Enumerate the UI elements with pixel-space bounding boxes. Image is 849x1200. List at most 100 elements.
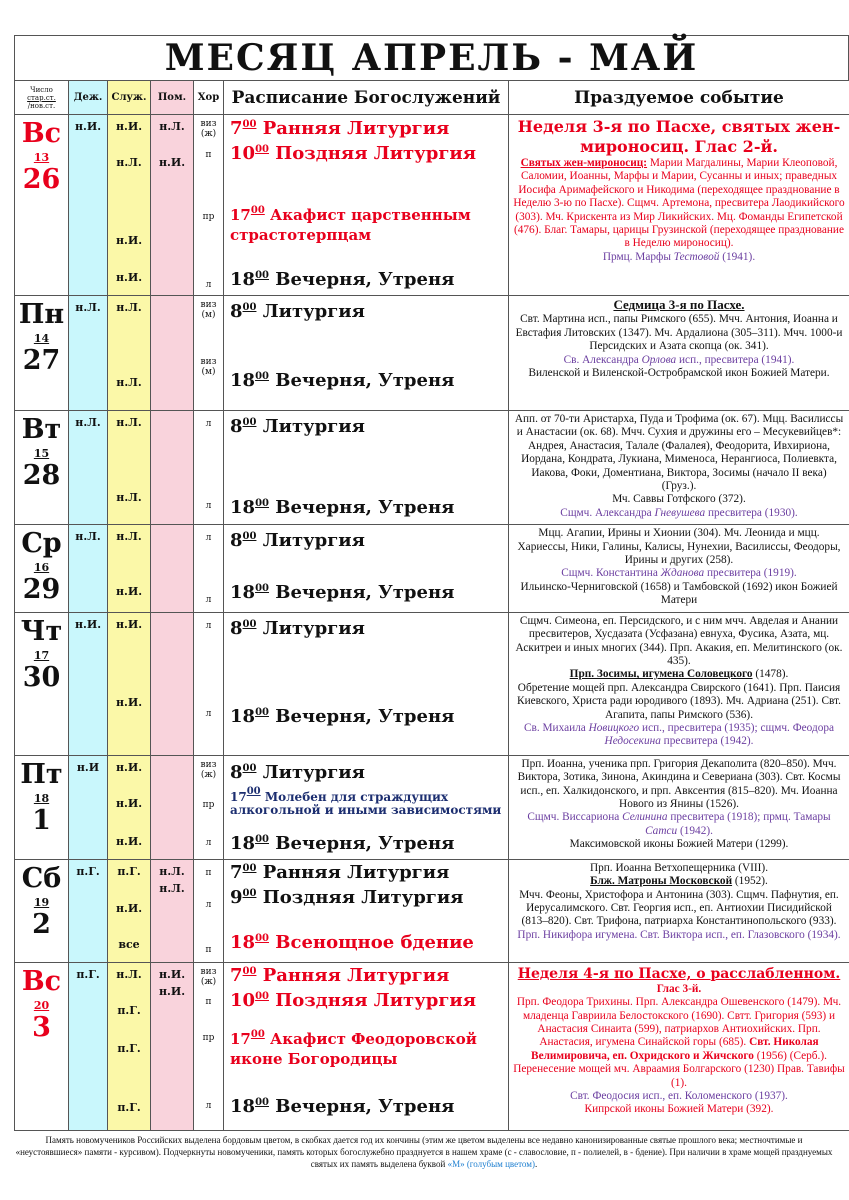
event-text: (1941). xyxy=(719,250,756,263)
serving-priest: н.Л. xyxy=(116,416,142,429)
event-paragraph: Мчч. Феоны, Христофора и Антонина (303).… xyxy=(513,889,845,943)
header-choir: Хор xyxy=(193,81,223,114)
serving-priest: н.И. xyxy=(115,834,143,848)
service-hour: 17 xyxy=(230,789,247,804)
old-style-date: 18 xyxy=(33,791,50,805)
service-hour: 8 xyxy=(230,617,243,639)
choir-mark: л xyxy=(205,501,212,511)
choir-mark: л xyxy=(205,708,212,719)
weekday: Чт xyxy=(20,615,63,647)
event-text: Селинина xyxy=(622,811,668,824)
assistant-cell: н.Л.н.И. xyxy=(150,115,193,295)
event-paragraph: Неделя 3-я по Пасхе, святых жен-мироноси… xyxy=(513,117,845,157)
service-minutes: 00 xyxy=(242,887,257,899)
event-cell: Седмица 3-я по Пасхе.Свт. Мартина исп., … xyxy=(508,296,849,410)
event-paragraph: Обретение мощей прп. Александра Свирског… xyxy=(513,682,845,722)
serving-priest-cell: н.И.н.И.н.И. xyxy=(107,755,150,859)
header-date-label: Число xyxy=(30,85,53,94)
service-hour: 18 xyxy=(230,705,256,727)
service-entry: 1800 Вечерня, Утреня xyxy=(230,269,506,291)
duty-priest: н.Л. xyxy=(75,530,101,544)
schedule-sheet: МЕСЯЦ АПРЕЛЬ - МАЙ Число стар.ст. /нов.с… xyxy=(14,0,849,1131)
event-paragraph: Максимовской иконы Божией Матери (1299). xyxy=(513,838,845,851)
service-name: Поздняя Литургия xyxy=(275,143,476,164)
event-text: Святых жен-мироносиц: xyxy=(520,157,648,169)
old-style-date: 13 xyxy=(33,151,50,164)
event-text: Прп. Иоанна, ученика прп. Григория Декап… xyxy=(517,757,841,810)
service-entry: 1700 Акафист Феодоровской иконе Богороди… xyxy=(230,1029,506,1069)
serving-priest: н.И. xyxy=(115,617,143,631)
service-name: Ранняя Литургия xyxy=(262,964,450,986)
service-name: Литургия xyxy=(262,416,365,437)
service-minutes: 00 xyxy=(255,1096,269,1108)
service-entry: 800 Литургия xyxy=(230,301,506,323)
new-style-date: 29 xyxy=(22,574,61,606)
assistant: н.Л. xyxy=(159,881,185,895)
service-entry: 800 Литургия xyxy=(230,530,506,552)
service-minutes: 00 xyxy=(242,119,257,130)
choir-mark: л xyxy=(205,620,212,631)
service-name: Всенощное бдение xyxy=(275,931,474,953)
choir-mark: пр xyxy=(202,1032,215,1043)
event-text: исп., пресвитера (1935); сщмч. Феодора xyxy=(639,721,835,734)
event-text: (1942). xyxy=(677,824,713,837)
service-entry: 700 Ранняя Литургия xyxy=(230,118,506,140)
event-text: Свт. Николая Велимировича, еп. Охридског… xyxy=(531,1036,819,1062)
event-paragraph: Св. Александра Орлова исп., пресвитера (… xyxy=(513,354,845,367)
event-text: Прмц. Марфы xyxy=(602,250,674,263)
service-name: Вечерня, Утреня xyxy=(275,269,455,290)
service-hour: 7 xyxy=(230,861,243,883)
choir-mark: виз (м) xyxy=(200,300,217,320)
assistant: н.Л. xyxy=(159,864,185,878)
event-text: Прп. Никифора игумена. Свт. Виктора исп.… xyxy=(517,928,841,941)
event-text: Обретение мощей прп. Александра Свирског… xyxy=(517,681,841,721)
event-paragraph: Мцц. Агапии, Ирины и Хионии (304). Мч. Л… xyxy=(513,527,845,567)
event-text: Неделя 4-я по Пасхе, о расслабленном. xyxy=(517,965,841,982)
event-paragraph: Прп. Иоанна, ученика прп. Григория Декап… xyxy=(513,758,845,812)
footer-text: Память новомучеников Российских выделена… xyxy=(15,1134,833,1169)
service-hour: 18 xyxy=(230,832,256,854)
header-assist: Пом. xyxy=(150,81,193,114)
service-entry: 1800 Вечерня, Утреня xyxy=(230,370,506,392)
event-text: Св. Александра xyxy=(563,353,642,366)
event-cell: Неделя 4-я по Пасхе, о расслабленном.Гла… xyxy=(508,962,849,1130)
duty-priest: п.Г. xyxy=(76,864,100,878)
assistant-cell xyxy=(150,411,193,525)
serving-priest: п.Г. xyxy=(117,1041,141,1055)
service-entry: 1700 Акафист царственным страстотерпцам xyxy=(230,205,506,245)
choir-mark: л xyxy=(205,419,212,429)
assistant: н.И. xyxy=(158,984,186,998)
service-name: Акафист Феодоровской иконе Богородицы xyxy=(230,1029,477,1068)
event-paragraph: Сщмч. Александра Гневушева пресвитера (1… xyxy=(513,507,845,520)
choir-mark: л xyxy=(205,1100,212,1111)
service-entry: 1700 Молебен для страждущих алкогольной … xyxy=(230,786,506,817)
service-hour: 17 xyxy=(230,206,251,224)
service-entry: 800 Литургия xyxy=(230,416,506,438)
header-event: Праздуемое событие xyxy=(508,81,849,114)
service-name: Вечерня, Утреня xyxy=(275,705,455,727)
assistant-cell: н.Л. н.Л. xyxy=(150,859,193,962)
event-text: Сатси xyxy=(645,824,678,837)
serving-priest: н.И. xyxy=(115,760,143,774)
old-style-date: 19 xyxy=(33,895,50,909)
service-minutes: 00 xyxy=(255,990,269,1002)
service-entry: 800 Литургия xyxy=(230,762,506,784)
service-minutes: 00 xyxy=(255,706,269,718)
assistant-cell xyxy=(150,755,193,859)
assistant: н.И. xyxy=(158,967,186,981)
serving-priest: все xyxy=(118,937,140,951)
event-paragraph: Сщмч. Симеона, еп. Персидского, и с ним … xyxy=(513,615,845,669)
service-minutes: 00 xyxy=(242,531,257,543)
duty-priest: н.И. xyxy=(74,617,102,631)
weekday: Вс xyxy=(21,118,62,149)
new-style-date: 30 xyxy=(22,661,61,693)
event-text: Прп. Феодора Трихины. Прп. Александра Ош… xyxy=(516,996,842,1049)
